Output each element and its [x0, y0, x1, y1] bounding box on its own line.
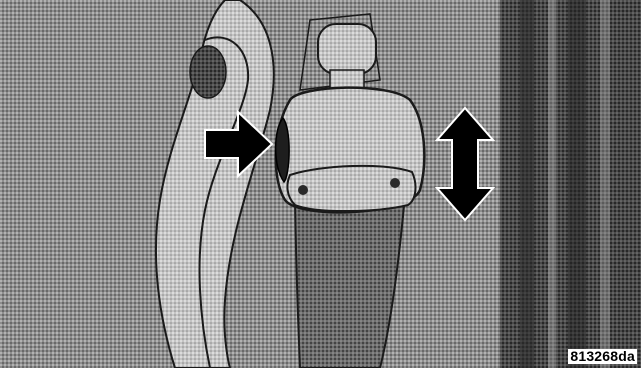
figure-code-label: 813268da	[568, 349, 637, 364]
height-adjuster	[276, 88, 425, 213]
door-pillar	[500, 0, 641, 368]
